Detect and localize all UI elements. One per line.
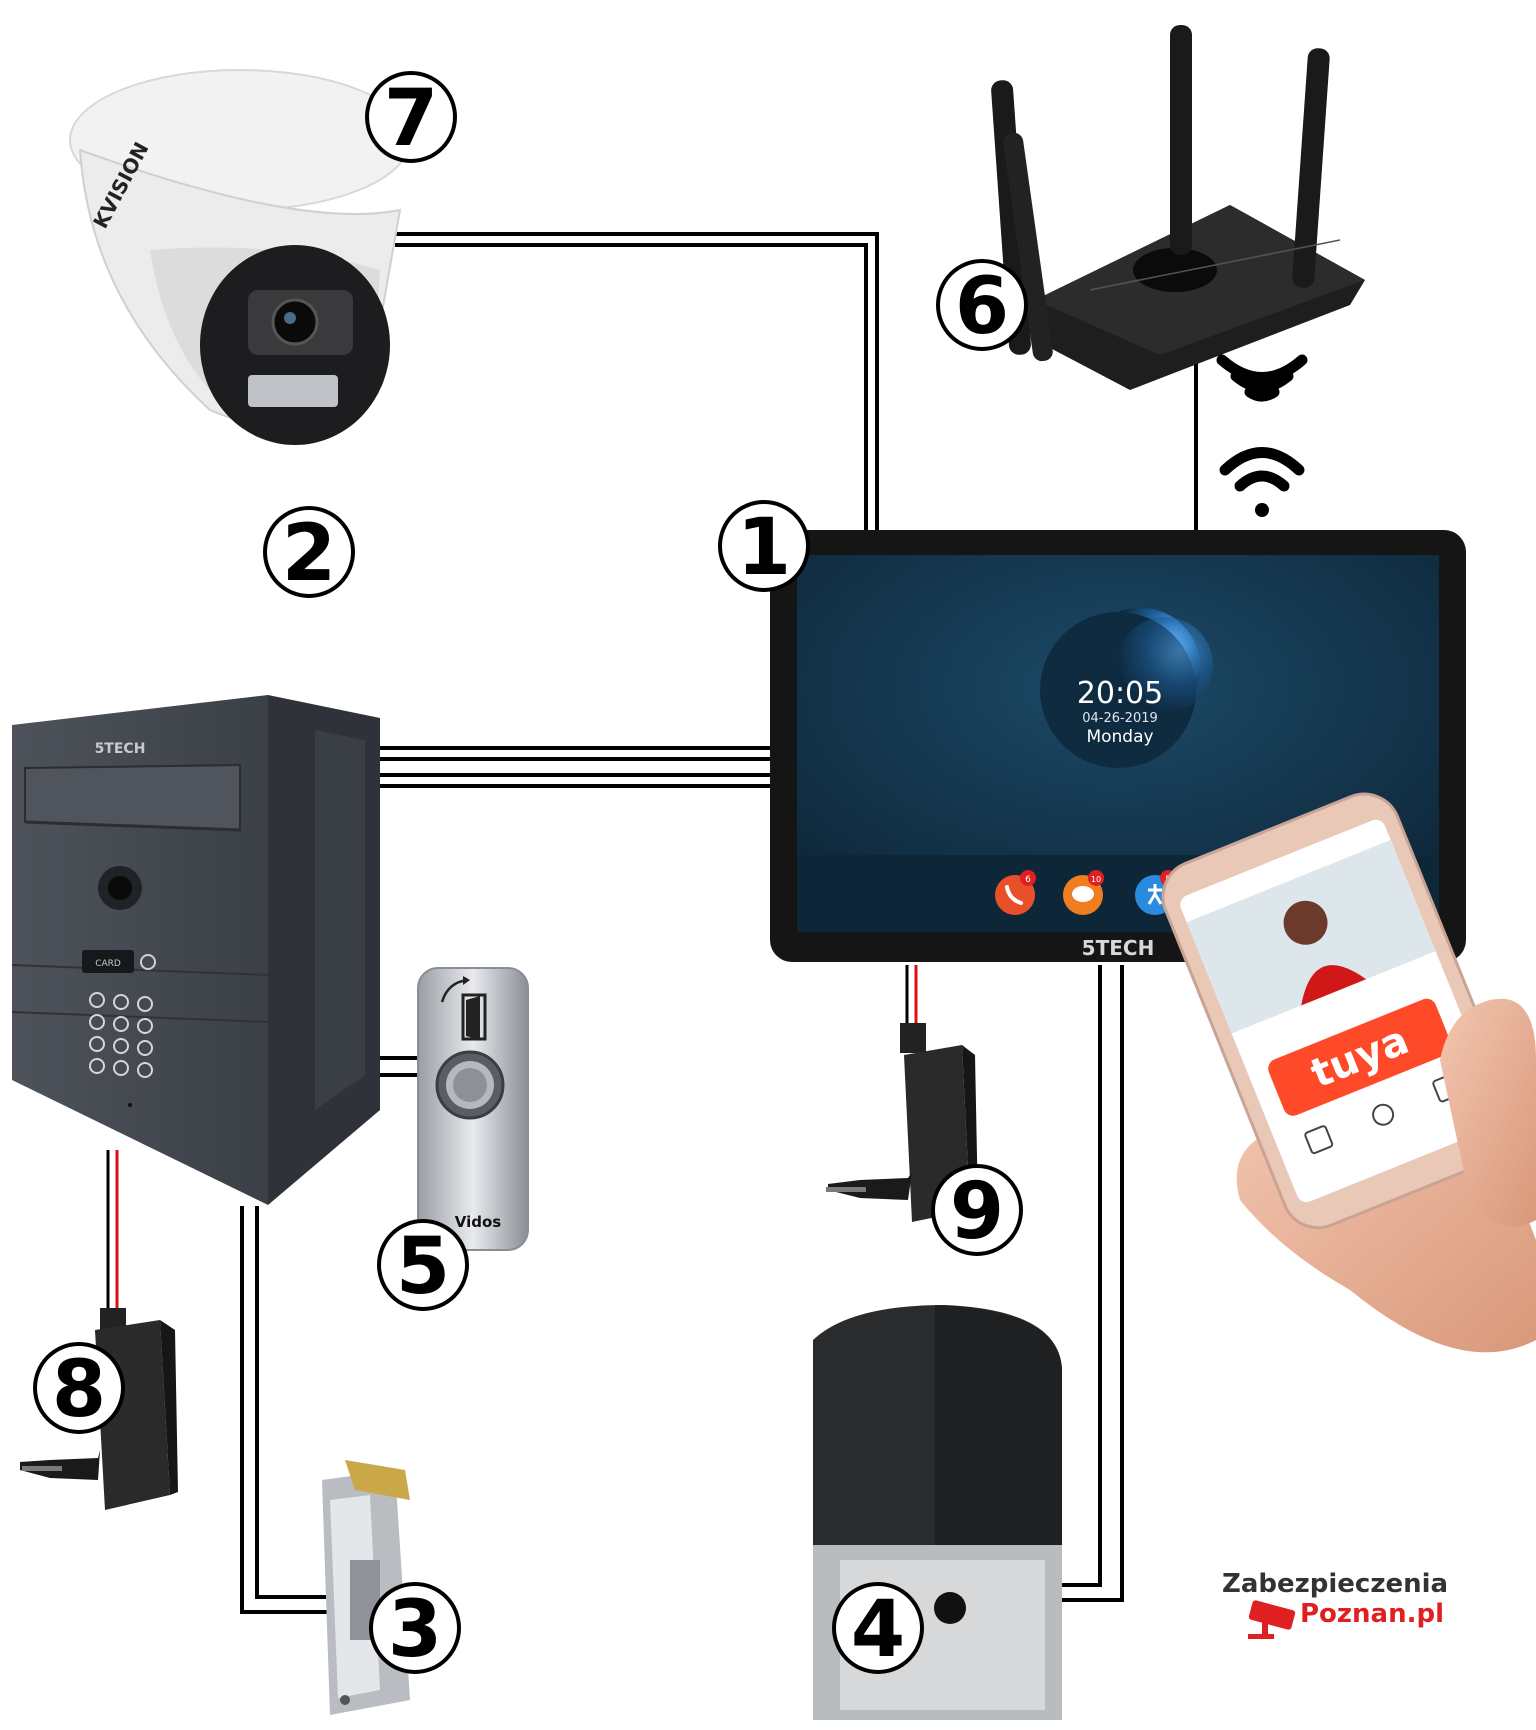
label-7: 7 [365, 71, 457, 164]
label-6: 6 [936, 259, 1028, 352]
label-9: 9 [931, 1164, 1023, 1257]
door-exit-icon [440, 976, 487, 1041]
svg-text:4: 4 [851, 1585, 905, 1675]
monitor-date: 04-26-2019 [1082, 711, 1158, 726]
svg-text:7: 7 [384, 74, 438, 164]
label-8: 8 [33, 1342, 125, 1435]
wires [240, 232, 1198, 1614]
svg-text:9: 9 [950, 1167, 1004, 1257]
call-badge: 6 [1025, 875, 1031, 885]
label-3: 3 [369, 1582, 461, 1675]
logo-line2: Poznan.pl [1300, 1599, 1444, 1629]
dome-camera: KVISION [69, 69, 411, 445]
label-4: 4 [832, 1582, 924, 1675]
wifi-icon [1216, 354, 1308, 517]
svg-text:5: 5 [396, 1222, 450, 1312]
monitor-brand: 5TECH [1082, 936, 1155, 960]
panel-brand: 5TECH [95, 741, 146, 757]
keypad [89, 992, 153, 1078]
panel-card-label: CARD [95, 959, 121, 969]
call-icon: 6 [995, 870, 1036, 915]
logo-line1: Zabezpieczenia [1222, 1569, 1448, 1599]
outdoor-panel: 5TECH CARD [11, 695, 380, 1205]
cctv-camera-icon [1248, 1600, 1296, 1639]
message-badge: 10 [1091, 875, 1101, 884]
svg-text:1: 1 [737, 503, 791, 593]
monitor-time: 20:05 [1077, 676, 1163, 711]
svg-text:2: 2 [282, 509, 336, 599]
power-wires [106, 965, 918, 1310]
monitor-day: Monday [1086, 727, 1153, 747]
label-2: 2 [263, 506, 355, 599]
brand-logo: Zabezpieczenia Poznan.pl [1222, 1569, 1448, 1639]
exit-button-brand: Vidos [455, 1213, 502, 1231]
svg-text:8: 8 [52, 1345, 106, 1435]
svg-text:6: 6 [955, 262, 1009, 352]
label-5: 5 [377, 1219, 469, 1312]
label-1: 1 [718, 500, 810, 593]
message-icon: 10 [1063, 870, 1104, 915]
smartphone: tuya [1161, 792, 1536, 1353]
exit-button: Vidos [417, 967, 529, 1251]
indoor-monitor: 20:05 04-26-2019 Monday 6 10 5 5TECH [770, 530, 1466, 962]
router [991, 25, 1365, 390]
number-labels: 1 2 3 4 5 6 7 8 9 [33, 71, 1028, 1675]
svg-text:3: 3 [388, 1585, 442, 1675]
